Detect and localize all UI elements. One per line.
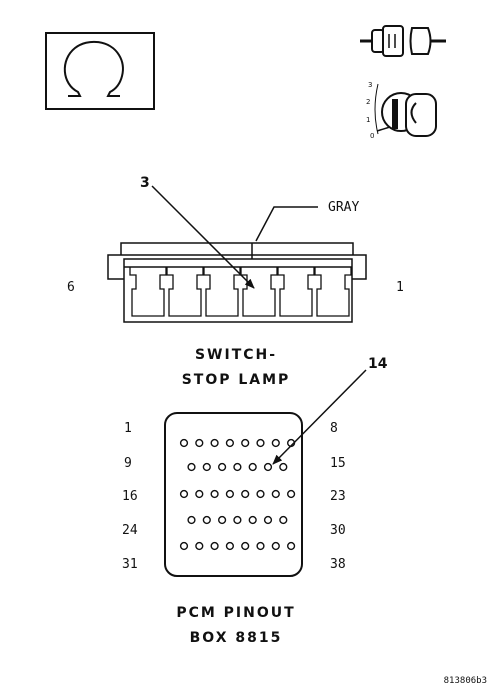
gray-wire-leader (255, 206, 318, 242)
switch-caption-line2: STOP LAMP (182, 372, 291, 388)
disconnected-connector-icon (360, 25, 446, 57)
switch-cavity-2 (277, 267, 315, 317)
pcm-pin-31 (179, 541, 189, 551)
pcm-pin-11 (218, 462, 227, 472)
pcm-pin-17 (195, 489, 204, 499)
pcm-row4-left-label: 24 (122, 523, 138, 538)
pcm-pins (179, 438, 296, 551)
callout-14-label: 14 (368, 356, 388, 372)
pcm-pin-28 (248, 515, 257, 525)
pcm-pin-25 (202, 515, 211, 525)
pcm-pin-12 (233, 462, 242, 472)
pcm-pin-19 (225, 489, 235, 499)
pcm-row1-right-label: 8 (330, 421, 338, 436)
pcm-pin-16 (179, 489, 189, 499)
pcm-row2-right-label: 15 (330, 456, 346, 471)
pcm-caption-line2: BOX 8815 (190, 630, 283, 646)
switch-connector (107, 242, 367, 323)
pcm-pin-10 (202, 462, 211, 472)
switch-cavities (129, 267, 352, 317)
pcm-pin-20 (241, 489, 250, 499)
pcm-pin-32 (195, 541, 204, 551)
switch-pin-1-label: 1 (396, 280, 404, 295)
pcm-pin-7 (271, 438, 280, 448)
switch-cavity-3 (240, 267, 278, 317)
pcm-row3-left-label: 16 (122, 489, 138, 504)
pcm-row5-right-label: 38 (330, 557, 346, 572)
pcm-pin-34 (225, 541, 235, 551)
switch-pin-6-label: 6 (67, 280, 75, 295)
key-position-1: 1 (366, 116, 370, 124)
pcm-pin-4 (225, 438, 235, 448)
pcm-pin-1 (179, 438, 189, 448)
switch-cavity-6 (129, 267, 167, 317)
pcm-caption-line1: PCM PINOUT (176, 605, 295, 621)
pcm-pin-18 (210, 489, 219, 499)
pcm-row1-left-label: 1 (124, 421, 132, 436)
pcm-row4-right-label: 30 (330, 523, 346, 538)
pcm-pin-13 (248, 462, 257, 472)
pcm-pin-37 (271, 541, 280, 551)
figure-code: 813806b3 (444, 676, 487, 686)
pcm-pin-30 (279, 515, 288, 525)
pcm-pin-6 (256, 438, 265, 448)
callout-14-arrow (272, 369, 367, 465)
pcm-pin-26 (218, 515, 227, 525)
key-position-2: 2 (366, 98, 370, 106)
pcm-pin-3 (210, 438, 219, 448)
key-position-0: 0 (370, 132, 374, 140)
pcm-pin-5 (241, 438, 250, 448)
switch-cavity-4 (203, 267, 241, 317)
pcm-pin-15 (279, 462, 288, 472)
switch-caption-line1: SWITCH- (195, 347, 277, 363)
pcm-row3-right-label: 23 (330, 489, 346, 504)
callout-3-label: 3 (140, 175, 150, 191)
pcm-pin-22 (271, 489, 280, 499)
pcm-pin-23 (287, 489, 296, 499)
pcm-pin-33 (210, 541, 219, 551)
ignition-key-icon: 3 2 1 0 (366, 81, 437, 140)
key-position-3: 3 (368, 81, 372, 89)
callout-3-arrow (151, 185, 255, 289)
pcm-pin-14 (263, 462, 273, 472)
pcm-pin-9 (187, 462, 196, 472)
pcm-row2-left-label: 9 (124, 456, 132, 471)
pcm-pin-27 (233, 515, 242, 525)
pcm-pin-38 (287, 541, 296, 551)
pcm-pin-24 (187, 515, 196, 525)
pcm-pin-29 (263, 515, 273, 525)
wire-color-label: GRAY (328, 200, 359, 215)
ohmmeter-icon (45, 32, 155, 110)
pcm-pin-21 (256, 489, 265, 499)
pcm-pin-2 (195, 438, 204, 448)
switch-cavity-1 (314, 267, 352, 317)
pcm-pin-35 (241, 541, 250, 551)
pcm-pin-36 (256, 541, 265, 551)
omega-icon (63, 40, 124, 97)
switch-cavity-5 (166, 267, 204, 317)
pcm-row5-left-label: 31 (122, 557, 138, 572)
